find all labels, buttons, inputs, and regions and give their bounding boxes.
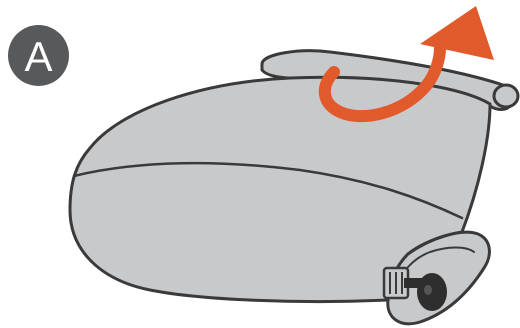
curved-arrow-icon: [319, 6, 494, 123]
end-cap-icon: [382, 266, 447, 311]
seam-line: [72, 161, 464, 220]
roll-end: [492, 83, 520, 109]
step-badge: A: [8, 25, 69, 86]
step-letter: A: [24, 32, 53, 80]
